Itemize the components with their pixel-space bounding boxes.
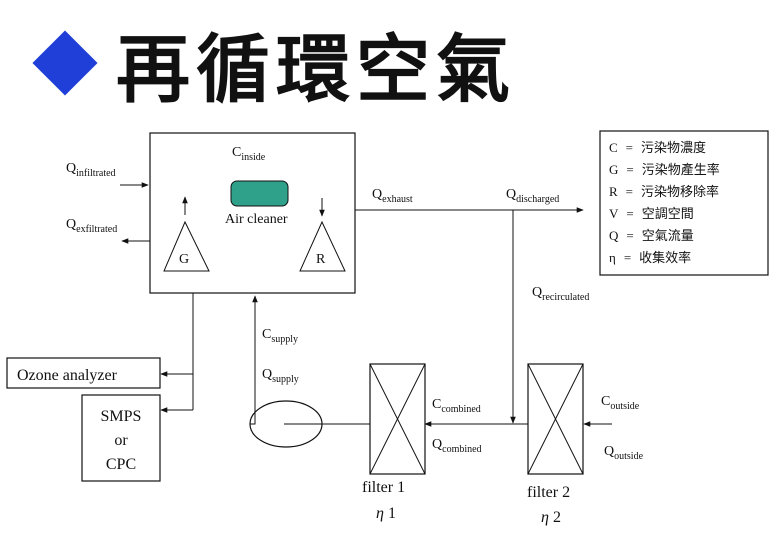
q-outside-label: Qoutside [604,444,644,462]
slide-title: 再循環空氣 [116,26,516,113]
smps-label: SMPS [101,408,142,425]
ozone-analyzer-box [6,357,161,389]
ozone-analyzer-label: Ozone analyzer [17,367,118,384]
q-exfiltrated-label: Qexfiltrated [66,217,117,235]
q-exhaust-label: Qexhaust [372,187,413,205]
legend-entries: C=污染物濃度 G=污染物產生率 R=污染物移除率 V=空調空間 Q=空氣流量 … [609,140,720,265]
q-combined-label: Qcombined [432,437,482,455]
c-supply-label: Csupply [262,327,298,345]
or-label: or [114,432,128,449]
legend-entry: η=收集效率 [609,250,691,265]
legend-box [599,130,769,276]
filter-2 [527,363,584,475]
filter-2-label: filter 2 [527,484,570,501]
legend-entry: Q=空氣流量 [609,228,694,243]
c-inside-label: Cinside [232,145,266,163]
slide-title-bar: 再循環空氣 [32,18,516,113]
legend-entry: G=污染物產生率 [609,162,720,177]
legend-entry: V=空調空間 [609,206,694,221]
cpc-label: CPC [106,456,136,473]
legend-entry: R=污染物移除率 [609,184,719,199]
q-infiltrated-label: Qinfiltrated [66,161,116,179]
removal-triangle [299,220,346,272]
generation-label: G [179,252,189,267]
generation-triangle [163,220,210,272]
filter-1-label: filter 1 [362,479,405,496]
q-supply-label: Qsupply [262,367,299,385]
smps-cpc-box [81,394,161,482]
removal-label: R [316,252,326,267]
air-cleaner-label: Air cleaner [225,212,288,227]
filter-1 [369,363,426,475]
air-cleaner-unit [230,180,289,207]
q-discharged-label: Qdischarged [506,187,559,205]
c-outside-label: Coutside [601,394,640,412]
q-recirculated-label: Qrecirculated [532,285,589,303]
c-combined-label: Ccombined [432,397,481,415]
supply-line [250,295,258,425]
legend-entry: C=污染物濃度 [609,140,706,155]
